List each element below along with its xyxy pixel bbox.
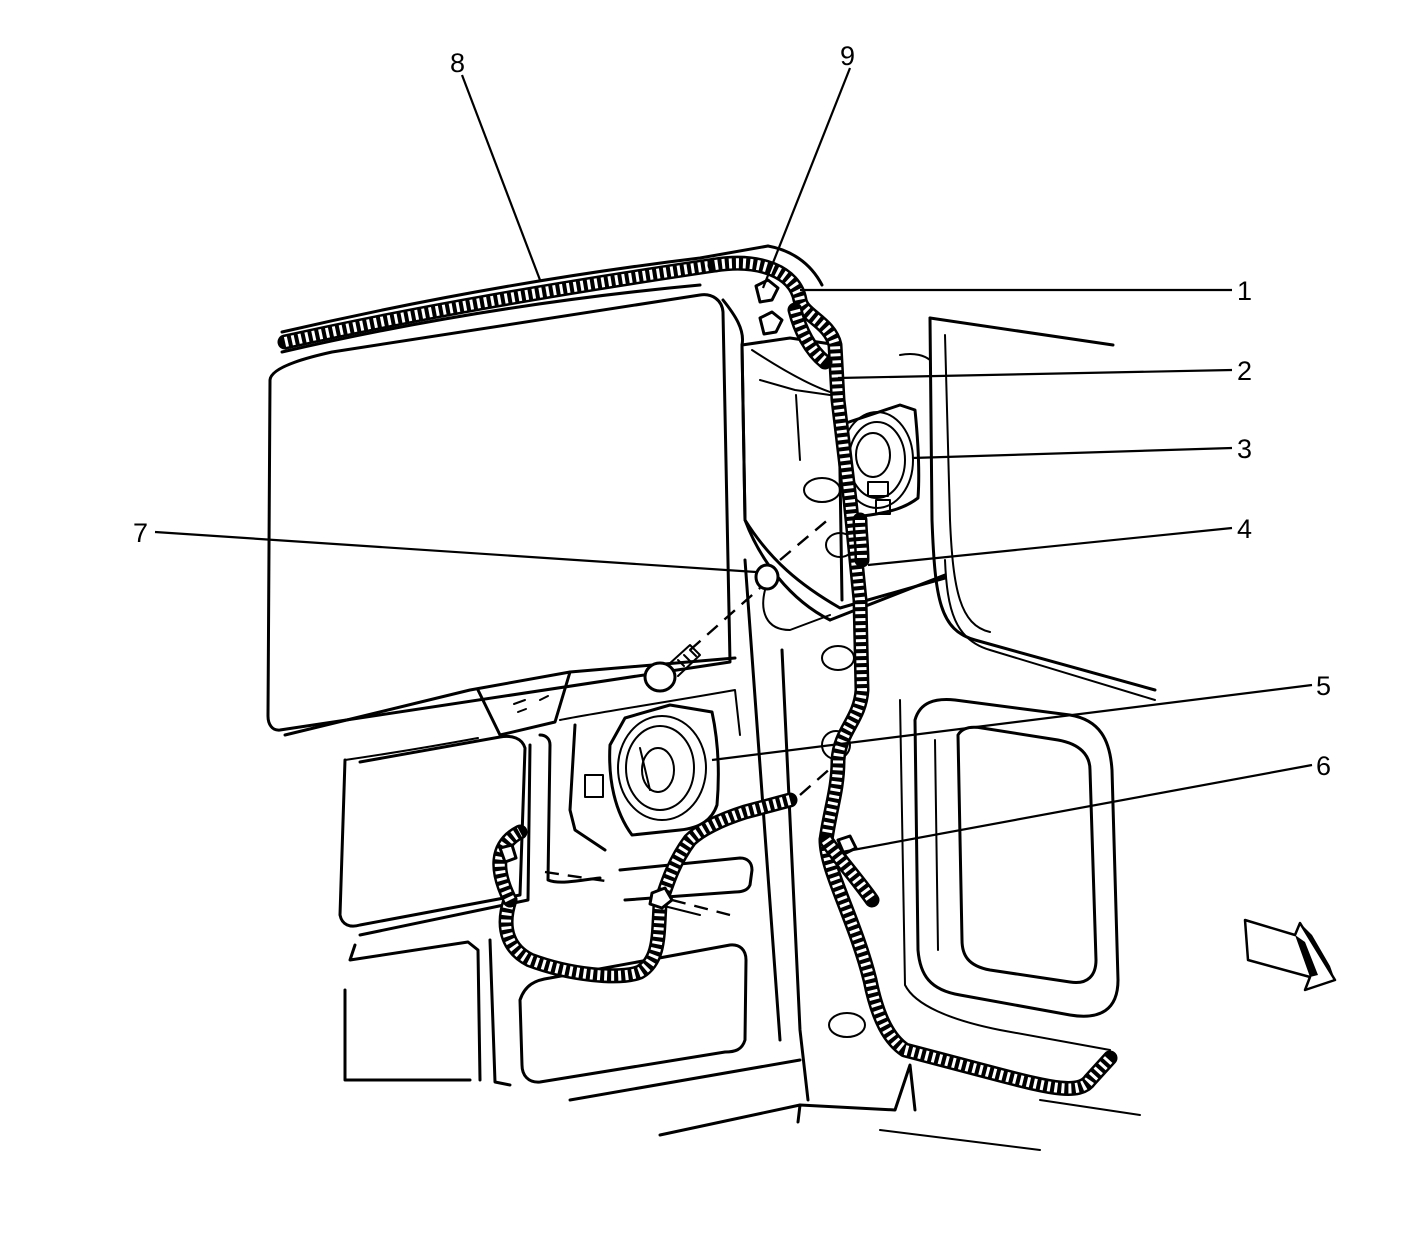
harness-retainers (498, 278, 858, 910)
bracket-alignment-line (779, 517, 831, 561)
bolt-alignment-line (689, 587, 761, 651)
callout-1: 1 (1237, 276, 1252, 306)
callout-9: 9 (840, 41, 855, 71)
view-direction-arrow-icon (1243, 918, 1337, 992)
leader-7 (154, 530, 757, 574)
leader-5 (711, 683, 1313, 762)
leader-3 (911, 446, 1233, 460)
callout-8: 8 (450, 48, 465, 78)
leader-6 (841, 763, 1313, 854)
floor-panel (568, 1058, 1141, 1151)
callout-4: 4 (1237, 514, 1252, 544)
clip2-alignment-line (671, 898, 731, 917)
lower-alignment-line (799, 759, 841, 796)
ground-bolt (754, 563, 831, 631)
leader-2 (837, 368, 1233, 380)
callout-labels: 1 2 3 4 5 6 7 8 9 (133, 41, 1331, 781)
roof-header-panel (280, 244, 824, 354)
clip-alignment-line (544, 870, 613, 884)
mounting-screw (643, 644, 701, 693)
callout-3: 3 (1237, 434, 1252, 464)
rear-window-glass (266, 293, 732, 732)
speaker-branch-harness (492, 792, 798, 984)
callout-5: 5 (1316, 671, 1331, 701)
leader-9 (761, 67, 852, 289)
wiring-harness (277, 255, 1118, 1096)
lower-speaker (584, 703, 720, 837)
quarter-window-opening (899, 698, 1120, 1051)
callout-2: 2 (1237, 356, 1252, 386)
leader-4 (867, 526, 1233, 567)
callout-6: 6 (1316, 751, 1331, 781)
callout-7: 7 (133, 518, 148, 548)
leader-8 (460, 74, 542, 281)
callout-leaders (154, 67, 1313, 854)
